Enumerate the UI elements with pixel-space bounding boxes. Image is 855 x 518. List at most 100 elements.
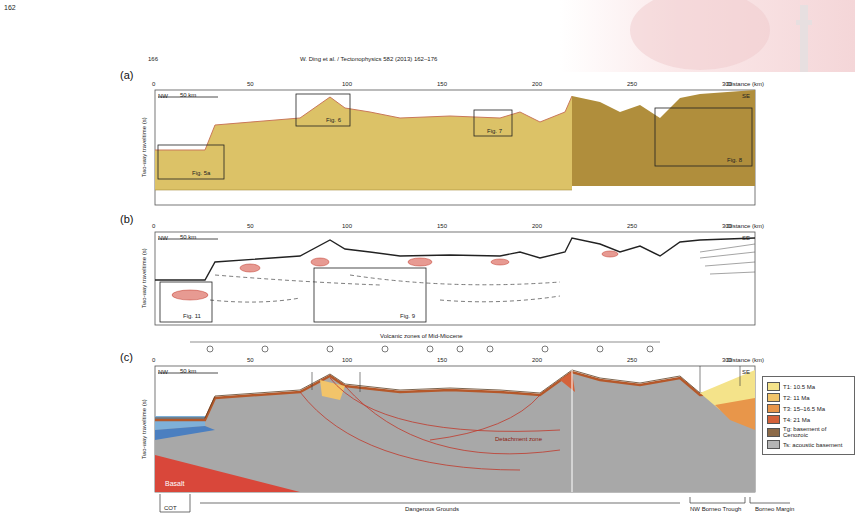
section-stroke — [655, 108, 752, 166]
section-stroke — [690, 497, 745, 503]
section-stroke — [155, 232, 755, 325]
section-stroke — [312, 366, 740, 392]
legend-text: T3: 15–16.5 Ma — [783, 406, 825, 412]
axis-title: Distance (km) — [727, 81, 764, 88]
legend-box: T1: 10.5 Ma T2: 11 Ma T3: 15–16.5 Ma T4: 21… — [762, 376, 855, 455]
section-stroke — [210, 298, 300, 302]
unit-label: Basalt — [165, 480, 184, 488]
direction-label: NW — [158, 235, 168, 242]
legend-row: T1: 10.5 Ma — [767, 382, 850, 391]
axis-title: Distance (km) — [727, 357, 764, 364]
zone-label: NW Borneo Trough — [690, 506, 741, 513]
distance-tick: 200 — [532, 223, 542, 230]
section-stroke — [155, 96, 572, 190]
panel-letter: (c) — [120, 352, 133, 363]
legend-swatch — [767, 415, 780, 424]
section-stroke — [474, 110, 512, 136]
section-stroke — [542, 346, 548, 352]
section-stroke — [155, 372, 755, 492]
section-stroke — [155, 426, 215, 440]
section-stroke — [207, 346, 653, 352]
legend-text: T2: 11 Ma — [783, 395, 810, 401]
section-stroke — [715, 398, 755, 430]
figure-reference: Fig. 8 — [727, 157, 742, 164]
section-stroke — [215, 275, 380, 285]
section-stroke — [155, 370, 755, 418]
legend-row: Ts: acoustic basement — [767, 440, 850, 449]
page-number: 166 — [148, 56, 158, 63]
legend-text: T4: 21 Ma — [783, 417, 810, 423]
direction-label: NW — [158, 93, 168, 100]
section-stroke — [155, 190, 572, 191]
section-stroke — [155, 90, 755, 205]
legend-text: Tg: basement of Cenozoic — [783, 426, 850, 438]
legend-swatch — [767, 393, 780, 402]
section-stroke — [155, 366, 755, 492]
section-stroke — [210, 275, 560, 302]
figure-reference: Fig. 11 — [183, 313, 201, 320]
distance-tick: 250 — [627, 357, 637, 364]
distance-tick: 0 — [152, 223, 155, 230]
section-stroke — [430, 395, 540, 440]
figure-panel: (a) — [120, 70, 760, 210]
distance-tick: 200 — [532, 81, 542, 88]
figure-panel: (b) — [120, 214, 760, 328]
running-header: W. Ding et al. / Tectonophysics 582 (201… — [300, 56, 437, 63]
section-stroke — [312, 366, 740, 392]
direction-label: NW — [158, 369, 168, 376]
distance-tick: 50 — [247, 81, 254, 88]
axis-title: Distance (km) — [727, 223, 764, 230]
legend-swatch — [767, 440, 780, 449]
section-stroke — [158, 94, 752, 179]
section-stroke — [327, 346, 333, 352]
zone-label: COT — [164, 505, 177, 512]
section-stroke — [296, 94, 350, 126]
section-stroke — [440, 296, 560, 302]
section-stroke — [710, 272, 755, 274]
section-stroke — [647, 346, 653, 352]
panel-letter: (a) — [120, 70, 133, 81]
figure-panel: (c) — [120, 352, 760, 495]
distance-tick: 50 — [247, 223, 254, 230]
distance-tick: 250 — [627, 81, 637, 88]
section-stroke — [300, 378, 560, 470]
figure-reference: Fig. 7 — [487, 128, 502, 135]
panel-letter: (b) — [120, 214, 133, 225]
figure-reference: Fig. 6 — [326, 117, 341, 124]
legend-swatch — [767, 404, 780, 413]
distance-tick: 100 — [342, 357, 352, 364]
section-stroke — [155, 96, 572, 150]
section-stroke — [172, 290, 208, 300]
section-stroke — [300, 392, 520, 470]
distance-tick: 150 — [437, 357, 447, 364]
legend-row: T2: 11 Ma — [767, 393, 850, 402]
distance-tick: 100 — [342, 81, 352, 88]
figure-reference: Fig. 9 — [400, 313, 415, 320]
direction-label: SE — [742, 93, 750, 100]
section-stroke — [597, 346, 603, 352]
direction-label: SE — [742, 369, 750, 376]
section-stroke — [705, 262, 755, 266]
section-stroke — [560, 372, 575, 392]
axis-title: Two-way traveltime (s) — [141, 117, 148, 177]
direction-label: SE — [742, 235, 750, 242]
axis-title: Two-way traveltime (s) — [141, 248, 148, 308]
section-stroke — [602, 251, 618, 257]
section-stroke — [172, 251, 618, 300]
section-stroke — [345, 386, 560, 454]
section-stroke — [700, 252, 755, 258]
section-stroke — [155, 238, 755, 280]
section-stroke — [796, 20, 812, 25]
section-stroke — [207, 346, 213, 352]
distance-tick: 150 — [437, 223, 447, 230]
distance-tick: 150 — [437, 81, 447, 88]
legend-swatch — [767, 382, 780, 391]
section-stroke — [487, 346, 493, 352]
scale-bar-label: 50 km — [180, 92, 196, 99]
figure-reference: Fig. 5a — [192, 170, 210, 177]
section-stroke — [350, 275, 560, 285]
section-stroke — [155, 455, 300, 492]
structure-label: Detachment zone — [495, 436, 542, 443]
scale-bar-label: 50 km — [180, 368, 196, 375]
section-stroke — [700, 244, 755, 274]
